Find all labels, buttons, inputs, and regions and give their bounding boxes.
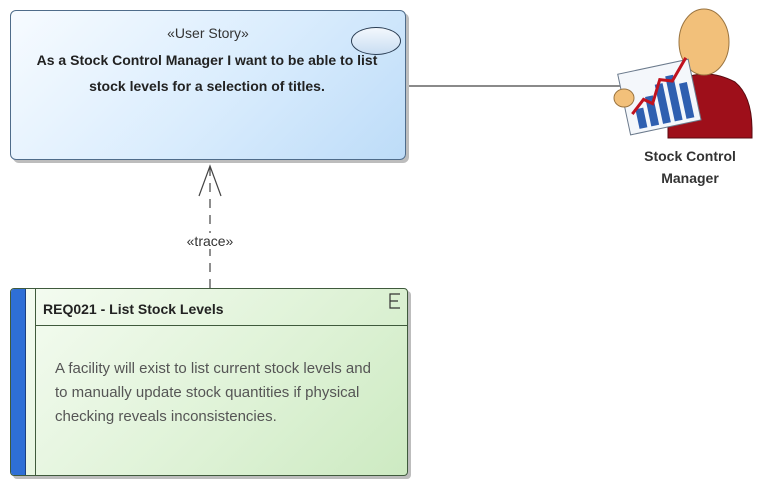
requirement-header-line	[35, 325, 407, 326]
element-icon	[389, 293, 400, 309]
trace-label: «trace»	[160, 233, 260, 249]
user-story-title: As a Stock Control Manager I want to be …	[36, 52, 378, 94]
use-case-oval-icon	[351, 27, 401, 55]
actor-name: Stock Control Manager	[644, 148, 736, 186]
requirement-title: REQ021 - List Stock Levels	[43, 301, 224, 317]
requirement-color-bar	[11, 289, 26, 475]
requirement-element[interactable]: REQ021 - List Stock Levels A facility wi…	[10, 288, 408, 476]
user-story-stereotype: «User Story»	[167, 25, 249, 41]
user-story-element[interactable]: «User Story» As a Stock Control Manager …	[10, 10, 406, 160]
trace-arrowhead-icon	[198, 164, 222, 197]
manager-chart-actor-icon[interactable]	[613, 8, 753, 139]
requirement-description: A facility will exist to list current st…	[55, 360, 371, 425]
requirement-divider	[35, 289, 36, 475]
